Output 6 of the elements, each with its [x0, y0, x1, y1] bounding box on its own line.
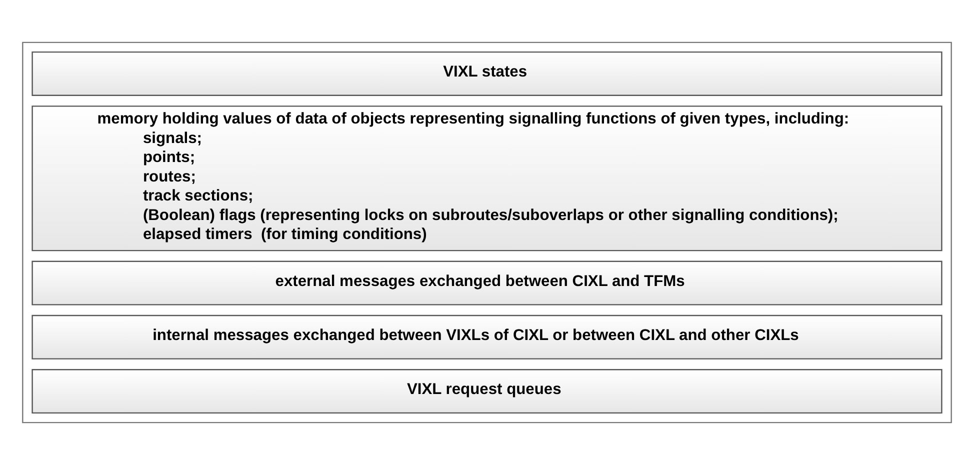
node-box: external messages exchanged between CIXL and TFMs — [32, 260, 942, 306]
node-box: memory holding values of data of objects representing signalling functions of given types, including: signals; points; routes; track sections; (Boolean) flags (representing locks on subroutes/suboverlaps or other signalling conditions); elapsed timers (for timing conditions) — [32, 106, 942, 252]
node-box: VIXL request queues — [32, 369, 942, 414]
node-box: internal messages exchanged between VIXLs of CIXL or between CIXL and other CIXLs — [32, 314, 942, 360]
cluster — [22, 42, 952, 424]
node-box: VIXL states — [32, 51, 942, 96]
